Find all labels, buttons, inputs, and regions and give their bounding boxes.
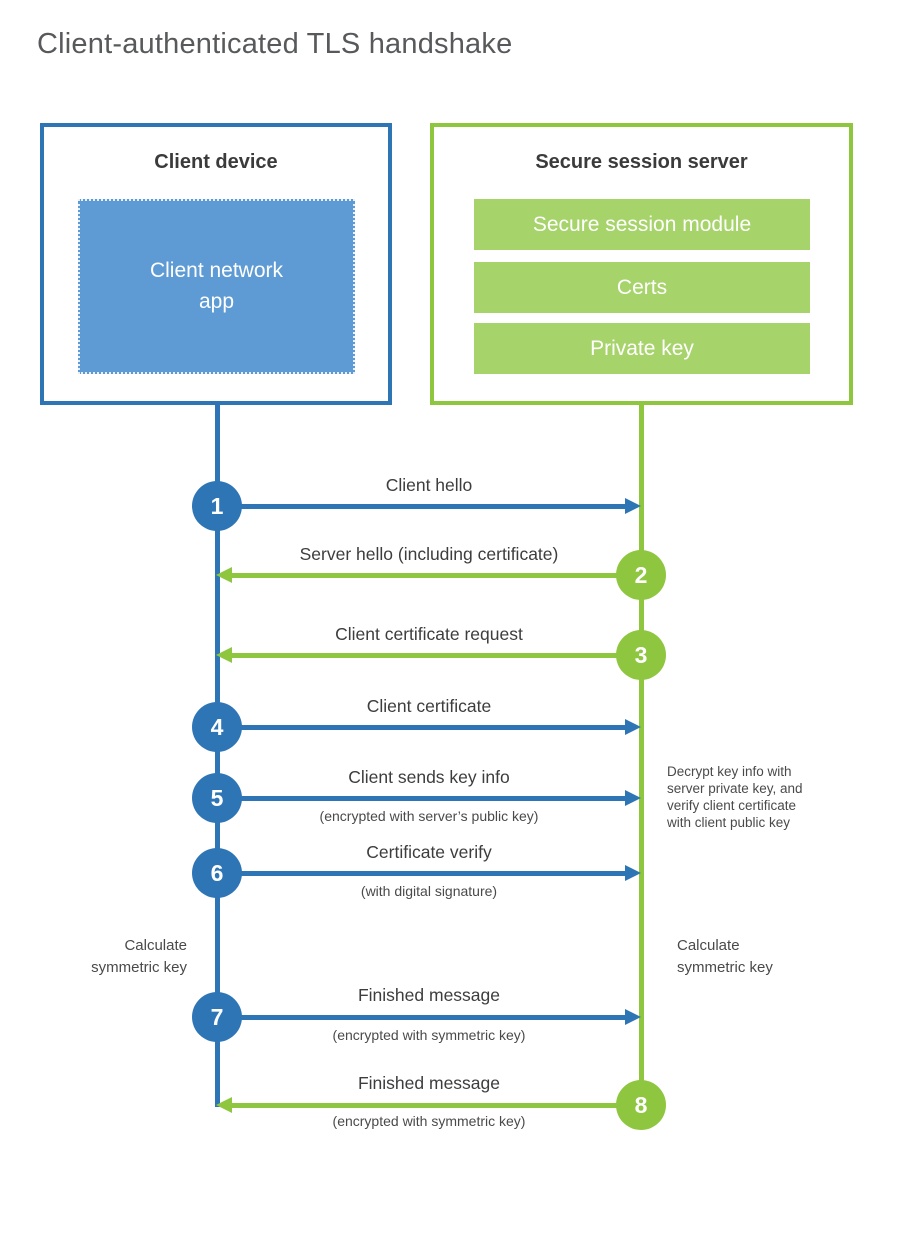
step-2-arrowhead-left-icon [216, 567, 232, 583]
step-7-arrow-shaft [217, 1015, 625, 1020]
client-device-title: Client device [154, 151, 278, 173]
step-2-badge: 2 [616, 550, 666, 600]
step-6-label: Certificate verify [366, 842, 492, 862]
client-network-app-node: Client network app [78, 199, 355, 374]
calculate-symmetric-key-server-note: Calculate symmetric key [677, 937, 773, 976]
step-8-sublabel: (encrypted with symmetric key) [332, 1113, 526, 1129]
step-5-arrow-shaft [217, 796, 625, 801]
step-1-badge: 1 [192, 481, 242, 531]
step-1-label: Client hello [385, 475, 473, 495]
decrypt-key-note: Decrypt key info with server private key… [667, 764, 803, 830]
step-8-label: Finished message [357, 1073, 501, 1093]
page-title: Client-authenticated TLS handshake [37, 28, 513, 60]
step-4-arrowhead-right-icon [625, 719, 641, 735]
step-8-arrowhead-left-icon [216, 1097, 232, 1113]
step-3-label: Client certificate request [335, 624, 523, 644]
step-3-badge: 3 [616, 630, 666, 680]
step-7-sublabel: (encrypted with symmetric key) [332, 1027, 526, 1043]
step-2-label: Server hello (including certificate) [299, 544, 559, 564]
client-lifeline [215, 405, 220, 1107]
step-5-label: Client sends key info [348, 767, 510, 787]
calculate-symmetric-key-client-note: Calculate symmetric key [91, 937, 187, 976]
step-5-badge: 5 [192, 773, 242, 823]
server-module-certs: Certs [474, 262, 810, 313]
step-6-arrow-shaft [217, 871, 625, 876]
server-module-private-key: Private key [474, 323, 810, 374]
step-4-arrow-shaft [217, 725, 625, 730]
step-2-arrow-shaft [232, 573, 641, 578]
secure-session-server-box: Secure session server Secure session mod… [430, 123, 853, 405]
step-6-badge: 6 [192, 848, 242, 898]
step-7-label: Finished message [357, 985, 501, 1005]
step-4-label: Client certificate [366, 696, 492, 716]
client-device-box: Client device Client network app [40, 123, 392, 405]
step-6-arrowhead-right-icon [625, 865, 641, 881]
step-7-badge: 7 [192, 992, 242, 1042]
step-3-arrowhead-left-icon [216, 647, 232, 663]
server-module-secure-session: Secure session module [474, 199, 810, 250]
step-5-arrowhead-right-icon [625, 790, 641, 806]
step-5-sublabel: (encrypted with server’s public key) [319, 808, 539, 824]
step-6-sublabel: (with digital signature) [360, 883, 498, 899]
step-4-badge: 4 [192, 702, 242, 752]
server-lifeline [639, 405, 644, 1127]
step-1-arrow-shaft [217, 504, 625, 509]
step-8-badge: 8 [616, 1080, 666, 1130]
step-1-arrowhead-right-icon [625, 498, 641, 514]
step-3-arrow-shaft [232, 653, 641, 658]
step-8-arrow-shaft [232, 1103, 641, 1108]
step-7-arrowhead-right-icon [625, 1009, 641, 1025]
server-box-title: Secure session server [535, 151, 748, 173]
